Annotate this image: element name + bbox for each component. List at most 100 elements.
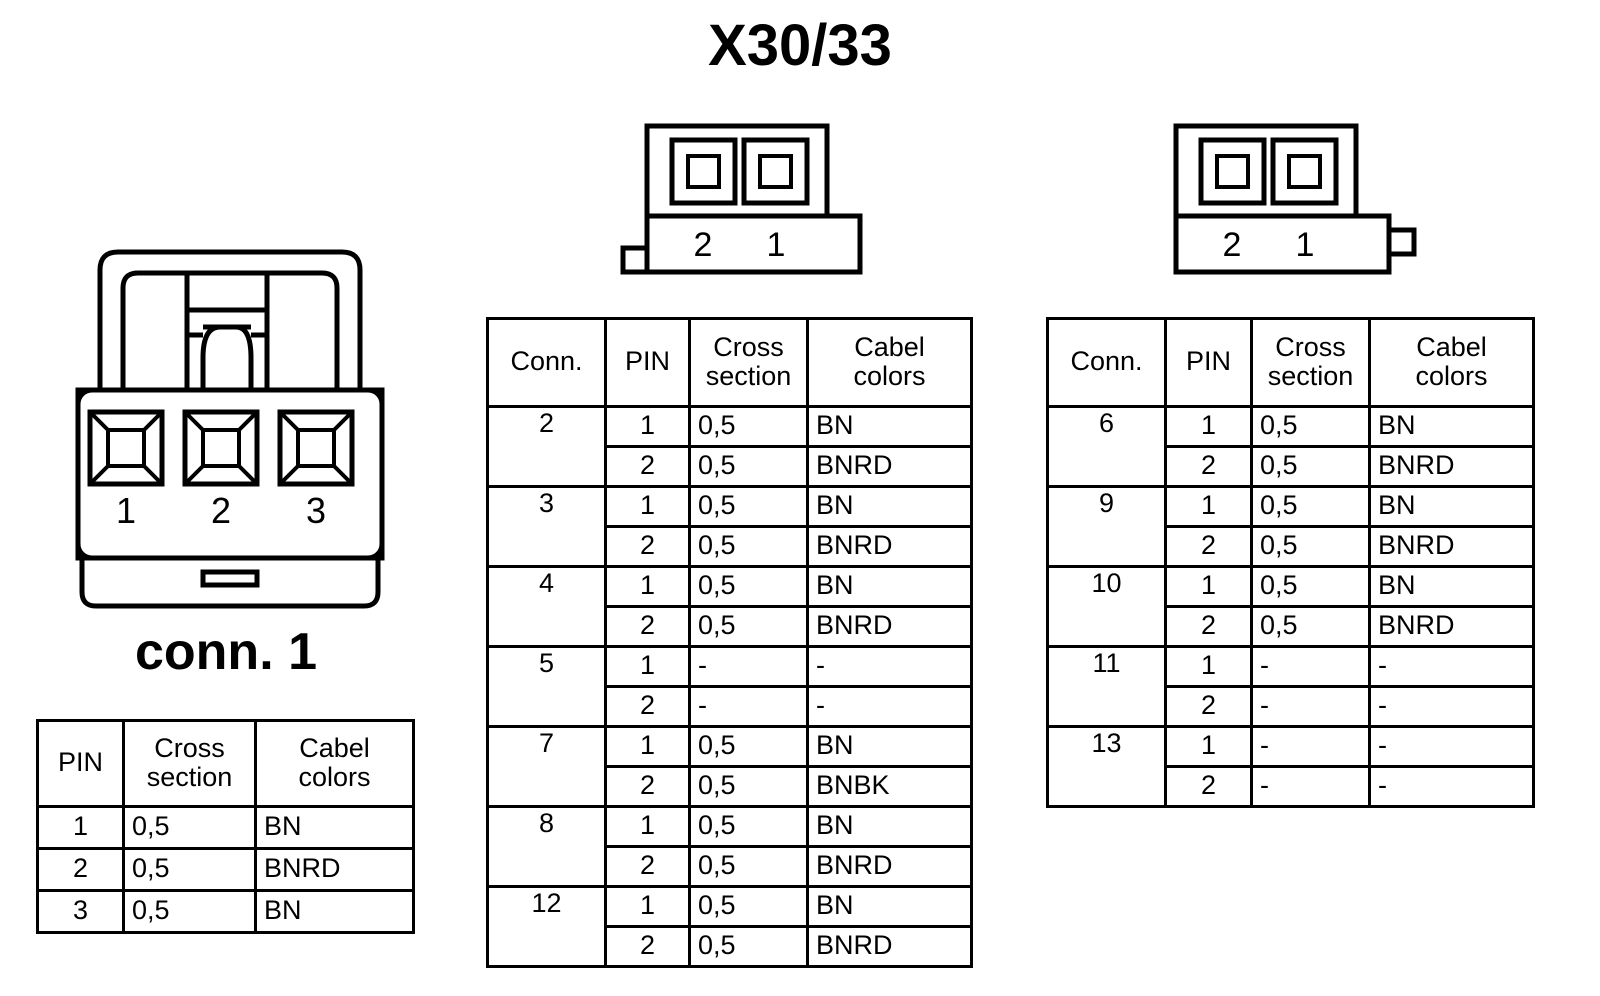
column-header-cross-section: Cross section	[122, 719, 257, 808]
cell-conn: 2	[486, 405, 607, 488]
cell-cross-section: 0,5	[1250, 565, 1371, 608]
header-line-1: Cross	[1275, 331, 1346, 362]
cell-pin: 2	[604, 845, 691, 888]
cell-conn: 9	[1046, 485, 1167, 568]
cell-cross-section: -	[688, 645, 809, 688]
header-line-2: colors	[1415, 361, 1488, 391]
cell-cross-section: 0,5	[1250, 485, 1371, 528]
pin-cavity-2	[182, 409, 260, 487]
cell-cabel-colors: BN	[806, 405, 973, 448]
connector-3pin-drawing: 1 2 3	[60, 240, 400, 610]
header-line-2: section	[1267, 361, 1354, 391]
header-line-1: PIN	[624, 346, 670, 377]
cell-cross-section: 0,5	[688, 765, 809, 808]
cell-cabel-colors: BNRD	[1368, 445, 1535, 488]
cell-cabel-colors: -	[1368, 645, 1535, 688]
cell-cabel-colors: BNRD	[806, 925, 973, 968]
cell-cross-section: -	[1250, 645, 1371, 688]
pin-cavity-2	[669, 137, 738, 206]
connector-2pin-right-tab-icon: 2 1	[1173, 123, 1417, 275]
cell-pin: 2	[1164, 685, 1253, 728]
column-header-cross-section: Cross section	[1250, 317, 1371, 408]
cell-cabel-colors: BN	[806, 805, 973, 848]
column-header-pin: PIN	[1164, 317, 1253, 408]
cell-conn: 6	[1046, 405, 1167, 488]
cell-conn: 10	[1046, 565, 1167, 648]
cell-pin: 1	[604, 725, 691, 768]
cell-cross-section: -	[1250, 685, 1371, 728]
cell-pin: 2	[604, 605, 691, 648]
pin-number-label-3: 3	[306, 490, 326, 531]
cell-pin: 2	[1164, 765, 1253, 808]
cell-pin: 1	[1164, 405, 1253, 448]
table-row: 2--	[488, 685, 973, 728]
column-header-pin: PIN	[604, 317, 691, 408]
cell-cross-section: 0,5	[1250, 405, 1371, 448]
cell-conn: 3	[486, 485, 607, 568]
table-header-row: PIN Cross section Cabel colors	[36, 719, 415, 808]
cell-cross-section: 0,5	[122, 889, 257, 934]
cell-cabel-colors: BN	[806, 725, 973, 768]
cell-pin: 2	[1164, 525, 1253, 568]
header-line-1: PIN	[57, 747, 103, 778]
header-line-1: Cabel	[299, 732, 370, 763]
cell-cabel-colors: BN	[806, 565, 973, 608]
cell-pin: 2	[604, 765, 691, 808]
cell-pin: 1	[1164, 485, 1253, 528]
table-header-row: Conn. PIN Cross section Cabel colors	[1046, 317, 1535, 408]
header-line-2: section	[146, 762, 233, 792]
pin-number-label-1: 1	[116, 490, 136, 531]
cell-cross-section: 0,5	[688, 525, 809, 568]
cell-pin: 1	[1164, 645, 1253, 688]
cell-cross-section: 0,5	[688, 565, 809, 608]
cell-cross-section: 0,5	[688, 445, 809, 488]
table-row: 2--	[1048, 685, 1535, 728]
cell-pin: 1	[604, 885, 691, 928]
cell-cross-section: 0,5	[688, 885, 809, 928]
column-header-conn: Conn.	[486, 317, 607, 408]
connector-1-label: conn. 1	[134, 623, 318, 681]
cell-cabel-colors: BN	[1368, 405, 1535, 448]
header-line-1: Cabel	[1416, 331, 1487, 362]
cell-pin: 3	[36, 889, 125, 934]
cell-cabel-colors: -	[1368, 685, 1535, 728]
cell-pin: 1	[604, 805, 691, 848]
cell-pin: 1	[604, 405, 691, 448]
cell-cabel-colors: BNBK	[806, 765, 973, 808]
cell-pin: 1	[1164, 725, 1253, 768]
cell-pin: 1	[604, 485, 691, 528]
cell-conn: 12	[486, 885, 607, 968]
cell-pin: 2	[1164, 605, 1253, 648]
header-line-1: Cabel	[854, 331, 925, 362]
cell-cross-section: 0,5	[688, 405, 809, 448]
cell-cross-section: 0,5	[122, 847, 257, 892]
cell-cabel-colors: BNRD	[254, 847, 415, 892]
cell-cross-section: 0,5	[688, 925, 809, 968]
cell-conn: 7	[486, 725, 607, 808]
cell-conn: 5	[486, 645, 607, 728]
column-header-conn: Conn.	[1046, 317, 1167, 408]
cell-cross-section: 0,5	[1250, 445, 1371, 488]
cell-pin: 2	[604, 525, 691, 568]
header-line-1: Conn.	[1070, 346, 1143, 377]
cell-pin: 2	[36, 847, 125, 892]
pin-number-label-2: 2	[694, 226, 713, 264]
